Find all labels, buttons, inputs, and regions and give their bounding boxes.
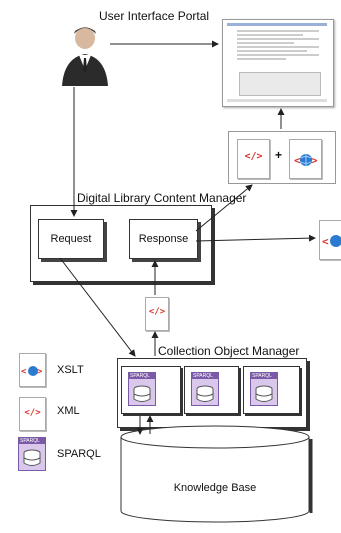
xslt-output-icon: < <box>319 220 341 260</box>
legend-sparql-label: SPARQL <box>57 448 101 460</box>
svg-text:<: < <box>21 367 27 377</box>
xml-icon: </> <box>237 139 270 179</box>
knowledge-base-cylinder <box>120 425 313 523</box>
arrow-request-com <box>59 257 136 357</box>
com-title: Collection Object Manager <box>158 344 300 358</box>
portal-screenshot <box>222 19 334 107</box>
request-box: Request <box>38 219 104 259</box>
legend-xslt-label: XSLT <box>57 364 84 376</box>
xslt-icon: < > <box>289 139 322 179</box>
sparql-slot-2: SPARQL <box>184 366 239 414</box>
svg-text:>: > <box>37 367 43 377</box>
sparql-slot-3: SPARQL <box>243 366 300 414</box>
response-box: Response <box>129 219 198 259</box>
portal-title: User Interface Portal <box>99 9 210 23</box>
knowledge-base-label: Knowledge Base <box>173 482 257 494</box>
legend-xslt-icon: < > <box>19 353 46 387</box>
sparql-slot-1: SPARQL <box>121 366 181 414</box>
plus-sign: + <box>275 148 283 162</box>
legend-sparql-icon: SPARQL <box>18 437 46 471</box>
arrow-response-group <box>195 184 253 232</box>
svg-text:<: < <box>322 235 329 248</box>
dlcm-title: Digital Library Content Manager <box>77 191 247 205</box>
svg-text:>: > <box>311 154 318 167</box>
legend-xml-label: XML <box>57 405 80 417</box>
svg-text:<: < <box>294 154 301 167</box>
user-avatar-icon <box>62 27 108 86</box>
arrow-response-xslt <box>195 234 316 242</box>
legend-xml-icon: </> <box>19 397 46 431</box>
xml-transfer-icon: </> <box>145 297 169 331</box>
